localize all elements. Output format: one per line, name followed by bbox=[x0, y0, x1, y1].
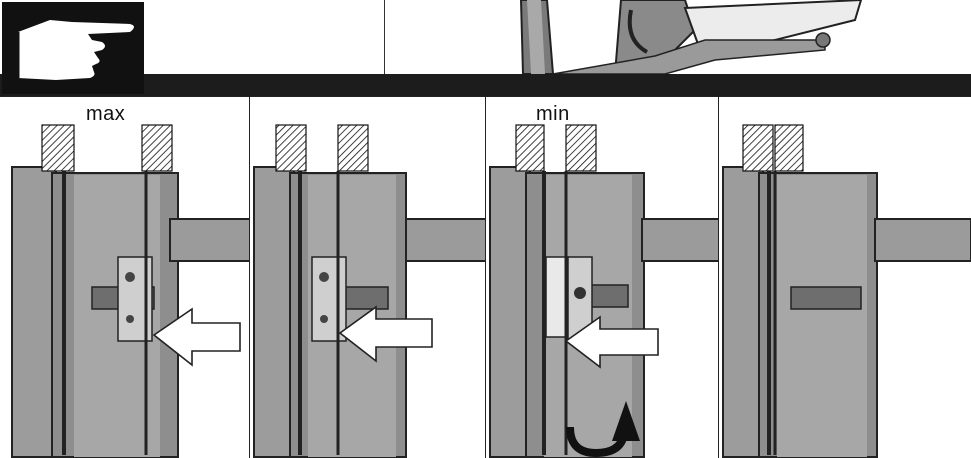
saw-blade-illustration bbox=[0, 97, 249, 458]
top-illustration bbox=[384, 0, 971, 74]
panel-3: min bbox=[486, 97, 719, 458]
panel-top-border bbox=[0, 96, 971, 97]
panel-2 bbox=[250, 97, 486, 458]
panel-1: max bbox=[0, 97, 250, 458]
push-arrow-icon bbox=[338, 305, 433, 363]
saw-blade-illustration bbox=[719, 97, 971, 458]
pointing-hand-icon bbox=[2, 2, 144, 94]
panel-4 bbox=[719, 97, 971, 458]
push-arrow-icon bbox=[564, 315, 659, 369]
panel-label: max bbox=[86, 103, 126, 125]
panel-label: min bbox=[536, 103, 570, 125]
rotate-arrow-icon bbox=[566, 426, 628, 458]
saw-blade-illustration bbox=[486, 97, 718, 458]
header-bar bbox=[0, 74, 971, 96]
push-arrow-icon bbox=[152, 307, 241, 367]
saw-blade-illustration bbox=[250, 97, 485, 458]
